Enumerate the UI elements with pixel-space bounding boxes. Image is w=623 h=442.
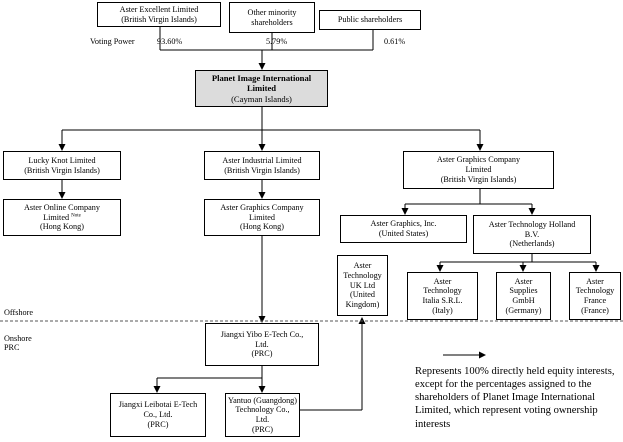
voting-power-other-minority: 5.79% <box>266 37 288 46</box>
yantuo-jurisdiction: (PRC) <box>252 424 273 434</box>
lucky-knot-name: Lucky Knot Limited <box>28 155 96 165</box>
aster-graphics-bvi-line1: Aster Graphics Company <box>436 155 521 165</box>
lucky-knot-jurisdiction: (British Virgin Islands) <box>24 165 100 175</box>
aster-industrial-name: Aster Industrial Limited <box>222 155 302 165</box>
jiangxi-yibo-line2: Ltd. <box>255 339 269 349</box>
jiangxi-yibo-line1: Jiangxi Yibo E-Tech Co., <box>220 329 304 339</box>
aster-uk-line3: UK Ltd <box>349 280 376 290</box>
other-minority-box: Other minority shareholders <box>229 2 315 33</box>
aster-france-box: Aster Technology France (France) <box>569 272 621 320</box>
jiangxi-yibo-box: Jiangxi Yibo E-Tech Co., Ltd. (PRC) <box>205 323 319 366</box>
other-minority-line2: shareholders <box>251 17 293 27</box>
yantuo-line1: Yantuo (Guangdong) <box>228 395 297 405</box>
aster-uk-line2: Technology <box>343 270 382 280</box>
onshore-label-line1: Onshore <box>4 334 32 343</box>
aster-graphics-hk-line2: Limited <box>249 212 275 222</box>
aster-supplies-line3: GmbH <box>512 296 535 305</box>
voting-power-public: 0.61% <box>384 37 406 46</box>
jiangxi-leibotai-box: Jiangxi Leibotai E-Tech Co., Ltd. (PRC) <box>110 393 206 437</box>
aster-supplies-line2: Supplies <box>509 286 538 296</box>
voting-power-label: Voting Power <box>90 37 135 46</box>
planet-image-jurisdiction: (Cayman Islands) <box>231 93 292 104</box>
aster-graphics-hk-box: Aster Graphics Company Limited (Hong Kon… <box>204 199 320 236</box>
aster-graphics-inc-box: Aster Graphics, Inc. (United States) <box>340 215 467 243</box>
aster-online-line1: Aster Online Company <box>24 202 100 212</box>
aster-uk-box: Aster Technology UK Ltd (United Kingdom) <box>337 255 388 316</box>
aster-france-line1: Aster <box>586 276 604 286</box>
lucky-knot-box: Lucky Knot Limited (British Virgin Islan… <box>3 151 121 180</box>
aster-graphics-inc-jurisdiction: (United States) <box>378 229 429 238</box>
aster-uk-line1: Aster <box>353 261 372 271</box>
aster-online-note: Note <box>71 212 81 218</box>
aster-supplies-line1: Aster <box>514 276 533 286</box>
aster-graphics-bvi-line2: Limited <box>465 165 492 175</box>
aster-online-box: Aster Online Company Limited Note (Hong … <box>3 199 121 236</box>
public-shareholders-name: Public shareholders <box>337 15 403 25</box>
aster-italia-jurisdiction: (Italy) <box>432 305 453 315</box>
onshore-label: Onshore PRC <box>4 334 32 353</box>
aster-supplies-jurisdiction: (Germany) <box>505 305 542 315</box>
aster-france-jurisdiction: (France) <box>581 305 609 315</box>
aster-holland-line1: Aster Technology Holland <box>488 219 576 229</box>
jiangxi-yibo-jurisdiction: (PRC) <box>251 349 273 359</box>
aster-excellent-jurisdiction: (British Virgin Islands) <box>121 14 197 24</box>
aster-italia-line1: Aster <box>433 276 452 286</box>
aster-france-line2: Technology <box>575 286 615 296</box>
public-shareholders-box: Public shareholders <box>319 10 421 30</box>
aster-uk-line5: Kingdom) <box>345 300 380 309</box>
other-minority-line1: Other minority <box>247 7 297 17</box>
aster-holland-jurisdiction: (Netherlands) <box>509 239 555 249</box>
aster-graphics-inc-name: Aster Graphics, Inc. <box>370 219 437 229</box>
aster-online-jurisdiction: (Hong Kong) <box>40 222 84 232</box>
onshore-label-line2: PRC <box>4 343 20 353</box>
aster-online-line2-wrap: Limited Note <box>43 213 81 223</box>
aster-excellent-box: Aster Excellent Limited (British Virgin … <box>97 2 221 27</box>
aster-graphics-hk-jurisdiction: (Hong Kong) <box>240 222 284 232</box>
yantuo-box: Yantuo (Guangdong) Technology Co., Ltd. … <box>225 393 300 437</box>
voting-power-aster-excellent: 93.60% <box>157 37 183 46</box>
aster-italia-box: Aster Technology Italia S.R.L. (Italy) <box>407 272 478 320</box>
aster-holland-line2: B.V. <box>524 229 540 239</box>
aster-excellent-name: Aster Excellent Limited <box>119 4 199 14</box>
aster-italia-line3: Italia S.R.L. <box>422 296 463 305</box>
offshore-label: Offshore <box>4 308 33 317</box>
aster-holland-box: Aster Technology Holland B.V. (Netherlan… <box>473 215 591 254</box>
aster-industrial-jurisdiction: (British Virgin Islands) <box>224 165 300 175</box>
aster-graphics-hk-line1: Aster Graphics Company <box>220 202 304 212</box>
aster-italia-line2: Technology <box>423 286 462 296</box>
aster-online-line2: Limited <box>43 212 70 222</box>
aster-graphics-bvi-box: Aster Graphics Company Limited (British … <box>403 151 554 189</box>
jiangxi-leibotai-jurisdiction: (PRC) <box>147 419 169 429</box>
jiangxi-leibotai-line2: Co., Ltd. <box>143 410 173 420</box>
planet-image-line1: Planet Image International <box>211 73 312 84</box>
aster-supplies-box: Aster Supplies GmbH (Germany) <box>496 272 551 320</box>
planet-image-box: Planet Image International Limited (Caym… <box>195 70 328 107</box>
yantuo-line2: Technology Co., Ltd. <box>235 405 290 424</box>
jiangxi-leibotai-line1: Jiangxi Leibotai E-Tech <box>118 400 198 410</box>
planet-image-line2: Limited <box>246 83 277 94</box>
aster-graphics-bvi-jurisdiction: (British Virgin Islands) <box>440 174 517 184</box>
aster-industrial-box: Aster Industrial Limited (British Virgin… <box>204 151 320 180</box>
legend-text: Represents 100% directly held equity int… <box>415 366 615 430</box>
aster-france-line3: France <box>583 296 607 305</box>
aster-uk-line4: (United <box>349 290 375 300</box>
